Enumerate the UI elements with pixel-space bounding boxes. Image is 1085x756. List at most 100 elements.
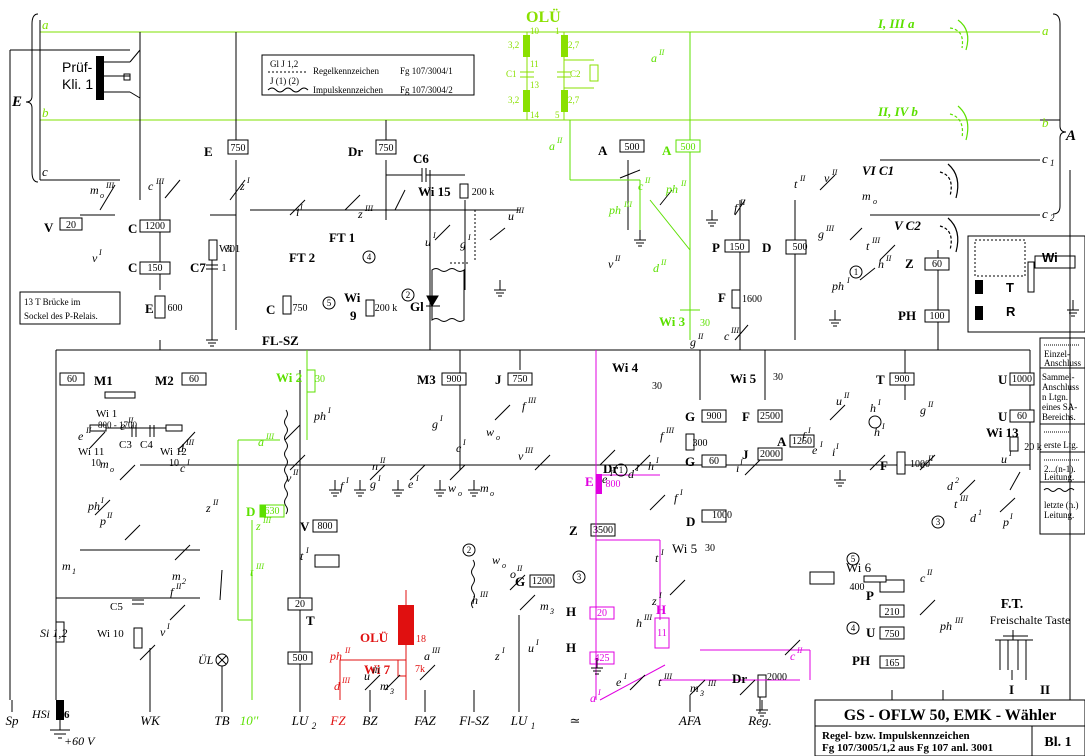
- rl-Dr2: Dr: [603, 461, 618, 476]
- svg-text:a: a: [549, 139, 555, 153]
- svg-text:I: I: [299, 203, 303, 212]
- svg-text:10: 10: [169, 458, 179, 469]
- svg-text:o: o: [502, 561, 506, 570]
- subtitle-2: Fg 107/3005/1,2 aus Fg 107 anl. 3001: [822, 742, 993, 754]
- svg-text:II: II: [379, 456, 386, 465]
- svg-text:III: III: [665, 426, 674, 435]
- svg-text:eines SA-: eines SA-: [1042, 402, 1077, 412]
- svg-text:f: f: [802, 429, 807, 443]
- ft-title: F.T.: [1001, 597, 1024, 612]
- svg-text:II: II: [658, 48, 665, 57]
- relay-boxes: [55, 139, 1035, 698]
- rl-Wi10: Wi 10: [97, 628, 124, 640]
- rl-Wi12: Wi 12: [160, 446, 187, 458]
- rl-Wi7: Wi 7: [364, 662, 391, 677]
- svg-text:III: III: [105, 181, 114, 190]
- rl-Wi3: Wi 3: [659, 314, 686, 329]
- rl-C5: C5: [110, 601, 123, 613]
- legend-row2-ref: Fg 107/3004/2: [400, 85, 453, 95]
- bus-E-left: E: [11, 94, 22, 110]
- svg-text:v: v: [92, 251, 98, 265]
- svg-text:1000: 1000: [712, 510, 732, 521]
- svg-text:800: 800: [318, 521, 333, 532]
- svg-text:425: 425: [595, 653, 610, 664]
- svg-text:w: w: [486, 425, 494, 439]
- svg-text:60: 60: [932, 259, 942, 270]
- svg-text:II: II: [344, 646, 351, 655]
- pruef-kli: Prüf- Kli. 1: [40, 49, 141, 100]
- bus-a-right: a: [1042, 23, 1049, 38]
- svg-text:II: II: [843, 391, 850, 400]
- svg-text:g: g: [690, 335, 696, 349]
- bottom-leads: [11, 615, 761, 712]
- svg-text:3: 3: [936, 517, 941, 527]
- svg-text:c: c: [724, 329, 730, 343]
- svg-text:1: 1: [555, 26, 560, 36]
- svg-text:z: z: [239, 179, 245, 193]
- rl-F: F: [718, 290, 726, 305]
- rl-FT1: FT 1: [329, 230, 355, 245]
- svg-text:z: z: [651, 594, 657, 608]
- rl-C: C: [128, 221, 137, 236]
- svg-text:u: u: [836, 394, 842, 408]
- svg-text:h: h: [878, 257, 884, 271]
- line-II-IV-b: II, IV b: [877, 104, 918, 119]
- svg-text:II: II: [796, 646, 803, 655]
- svg-text:ph: ph: [608, 203, 621, 217]
- svg-text:m: m: [100, 457, 109, 471]
- svg-text:I: I: [660, 548, 664, 557]
- relay-labels: E Dr C6 Wi 15 A A V C C E C7 FT 2 FT 1 C…: [44, 143, 1019, 686]
- legend-row1-ref: Fg 107/3004/1: [400, 66, 453, 76]
- svg-text:II: II: [127, 416, 134, 425]
- svg-text:II: II: [106, 511, 113, 520]
- bus-c2-right: c: [1042, 206, 1048, 221]
- bl-FAZ: FAZ: [413, 713, 436, 728]
- svg-text:1: 1: [222, 263, 227, 274]
- legend-row2-code: J (1) (2): [270, 76, 299, 86]
- bus-A-right: A: [1065, 128, 1076, 144]
- svg-text:h: h: [648, 459, 654, 473]
- svg-text:210: 210: [885, 607, 900, 618]
- svg-text:II: II: [292, 468, 299, 477]
- bl-Sp: Sp: [6, 713, 20, 728]
- line-VI-C1: VI C1: [862, 163, 894, 178]
- svg-text:z: z: [205, 501, 211, 515]
- circle-labels: 2 5 4 1 2 3 5 4 3 1: [327, 252, 941, 633]
- svg-text:w: w: [448, 481, 456, 495]
- rl-V2: V: [300, 519, 310, 534]
- rl-T2: T: [306, 613, 315, 628]
- svg-text:ph: ph: [87, 499, 100, 513]
- svg-text:c: c: [790, 649, 796, 663]
- svg-text:e: e: [616, 675, 622, 689]
- svg-text:3,2: 3,2: [508, 95, 519, 105]
- svg-text:20 k: 20 k: [1024, 442, 1042, 453]
- svg-text:I: I: [327, 406, 331, 415]
- svg-text:I: I: [819, 440, 823, 449]
- rl-OLU2: OLÜ: [360, 630, 389, 645]
- svg-text:C2: C2: [570, 69, 581, 79]
- svg-text:Einzel-: Einzel-: [1044, 349, 1070, 359]
- svg-text:II: II: [697, 332, 704, 341]
- svg-text:c: c: [456, 441, 462, 455]
- olu-label: OLÜ: [526, 8, 561, 26]
- svg-text:400: 400: [850, 582, 865, 593]
- svg-text:d: d: [653, 261, 660, 275]
- svg-text:c: c: [920, 571, 926, 585]
- svg-text:3: 3: [389, 687, 394, 696]
- svg-text:III: III: [825, 224, 834, 233]
- rl-D2: D: [246, 504, 255, 519]
- svg-text:u: u: [364, 669, 370, 683]
- svg-text:III: III: [871, 236, 880, 245]
- rl-H2: H: [566, 640, 576, 655]
- rl-M1: M1: [94, 373, 113, 388]
- svg-text:III: III: [663, 672, 672, 681]
- svg-text:2: 2: [182, 577, 186, 586]
- svg-text:II: II: [660, 258, 667, 267]
- rl-Dr3: Dr: [732, 671, 747, 686]
- svg-text:e: e: [408, 477, 414, 491]
- svg-text:30: 30: [773, 372, 783, 383]
- svg-text:I: I: [501, 646, 505, 655]
- svg-text:m: m: [172, 569, 181, 583]
- bl-10: 10'': [240, 713, 259, 728]
